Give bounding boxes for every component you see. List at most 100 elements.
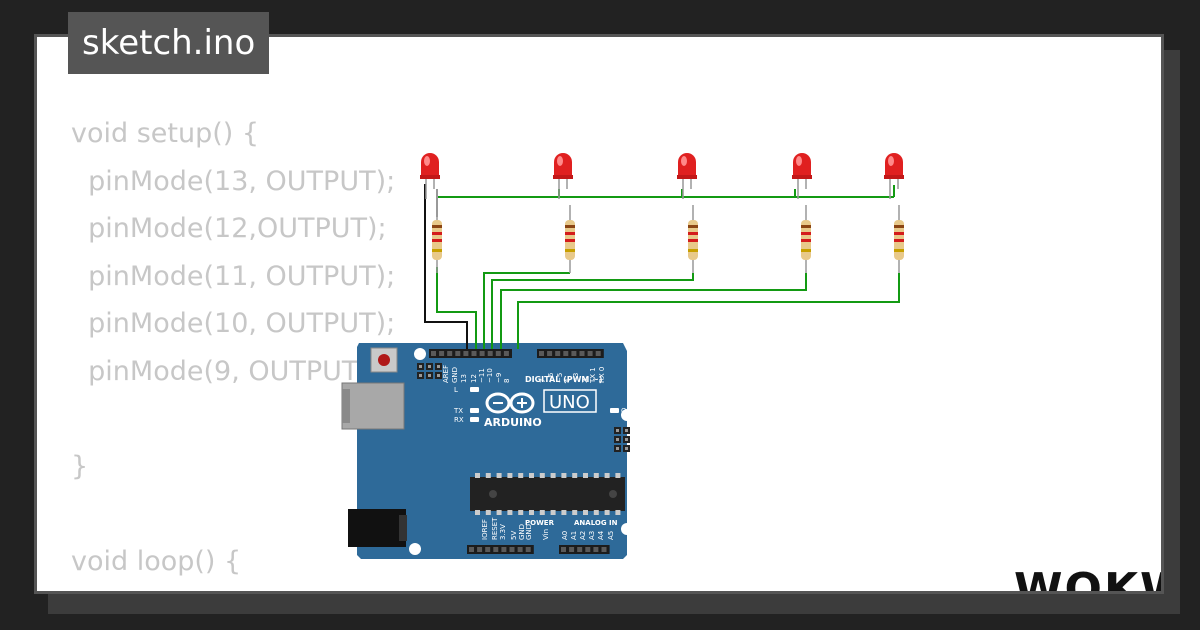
resistor-band <box>565 239 575 242</box>
chip-pin <box>604 510 610 515</box>
header-pin <box>463 351 469 356</box>
pin-label-top: ~5 <box>556 373 564 383</box>
status-led <box>470 408 479 413</box>
mounting-hole <box>409 543 421 555</box>
wire-pin-13 <box>436 267 477 349</box>
led-highlight <box>557 156 563 166</box>
resistor-band <box>801 225 811 228</box>
status-led-label: TX <box>453 407 463 415</box>
header-pin <box>495 351 501 356</box>
led <box>793 153 811 177</box>
led-rim <box>420 175 440 179</box>
chip-pin <box>550 510 556 515</box>
led-highlight <box>424 156 430 166</box>
pin-label-top: ~10 <box>486 368 494 383</box>
pin-label-top: 12 <box>470 374 478 383</box>
resistor-band <box>432 249 442 252</box>
infinity-logo-left <box>485 392 511 414</box>
led <box>554 153 572 177</box>
header-pin <box>487 351 493 356</box>
icsp-pin-core <box>625 429 628 432</box>
chip-pin <box>572 510 578 515</box>
code-line: void setup() { <box>71 118 260 149</box>
pin-label-bottom: A5 <box>607 531 615 540</box>
mounting-hole <box>621 523 633 535</box>
pin-label-top: GND <box>451 367 459 383</box>
resistor-band <box>688 239 698 242</box>
led <box>678 153 696 177</box>
uno-badge-frame <box>543 389 597 413</box>
icsp-pin-core <box>437 374 440 377</box>
icsp-pin-core <box>428 374 431 377</box>
code-preview: void setup() { pinMode(13, OUTPUT); pinM… <box>71 110 531 585</box>
power-header-label: POWER <box>525 519 555 527</box>
header-pin <box>479 351 485 356</box>
pin-label-bottom: A4 <box>597 530 605 540</box>
pin-label-top: ~3 <box>572 373 580 383</box>
header-pin <box>555 351 561 356</box>
header-pin <box>431 351 436 356</box>
led-rim <box>677 175 697 179</box>
header-pin <box>485 547 491 552</box>
chip-pin <box>615 510 621 515</box>
chip-pin <box>496 510 502 515</box>
chip-pin <box>475 510 480 515</box>
pin-label-top: ~6 <box>547 372 555 383</box>
icsp-pin-core <box>616 429 619 432</box>
chip-pin <box>475 473 480 478</box>
analog-header <box>559 545 610 554</box>
resistor-band <box>688 225 698 228</box>
chip-pin <box>561 473 567 478</box>
icsp-pin-core <box>419 365 422 368</box>
resistor-band <box>432 232 442 235</box>
file-title-tab[interactable]: sketch.ino <box>68 12 270 74</box>
usb-connector <box>341 382 405 430</box>
header-pin <box>509 547 515 552</box>
header-pin <box>471 351 477 356</box>
chip-pin <box>593 510 599 515</box>
status-led-label: RX <box>454 416 464 424</box>
header-pin <box>493 547 499 552</box>
wire-pin-9 <box>517 273 900 349</box>
wire-pin-11 <box>491 273 694 349</box>
icsp-pin-core <box>616 438 619 441</box>
resistor-band <box>894 232 904 235</box>
code-line: } <box>71 450 89 482</box>
pin-label-bottom: RESET <box>491 517 499 540</box>
resistor-band <box>565 225 575 228</box>
pin-label-bottom: A1 <box>570 531 578 540</box>
power-jack <box>348 509 406 547</box>
chip-pin <box>550 473 556 478</box>
resistor-band <box>801 239 811 242</box>
chip-pin <box>583 510 588 515</box>
icsp-pin-core <box>428 365 431 368</box>
status-led <box>470 417 479 422</box>
power-jack-edge <box>399 515 407 541</box>
pin-label-bottom: IOREF <box>481 519 489 540</box>
header-pin <box>503 351 509 356</box>
code-line: pinMode(9, OUTPUT); <box>71 355 379 387</box>
chip-pin <box>583 473 588 478</box>
icsp-pin-core <box>437 365 440 368</box>
pin-label-bottom: Vin <box>542 529 550 540</box>
header-pin <box>469 547 474 552</box>
header-pin <box>547 351 553 356</box>
resistor-band <box>432 225 442 228</box>
header-pin <box>561 547 566 552</box>
led-highlight <box>888 156 894 166</box>
digital-header-right <box>537 349 604 358</box>
pin-label-bottom: GND <box>525 524 533 540</box>
led-rim <box>792 175 812 179</box>
code-line: pinMode(11, OUTPUT); <box>71 260 396 292</box>
code-line: void loop() { <box>71 545 242 577</box>
header-pin <box>477 547 483 552</box>
header-pin <box>571 351 577 356</box>
digital-header-label: DIGITAL (PWM ~) <box>525 375 603 384</box>
chip-pin <box>561 510 567 515</box>
header-pin <box>447 351 453 356</box>
pin-label-top: 13 <box>460 374 468 383</box>
chip-pin <box>496 473 502 478</box>
mounting-hole <box>621 409 633 421</box>
status-led <box>610 408 619 413</box>
